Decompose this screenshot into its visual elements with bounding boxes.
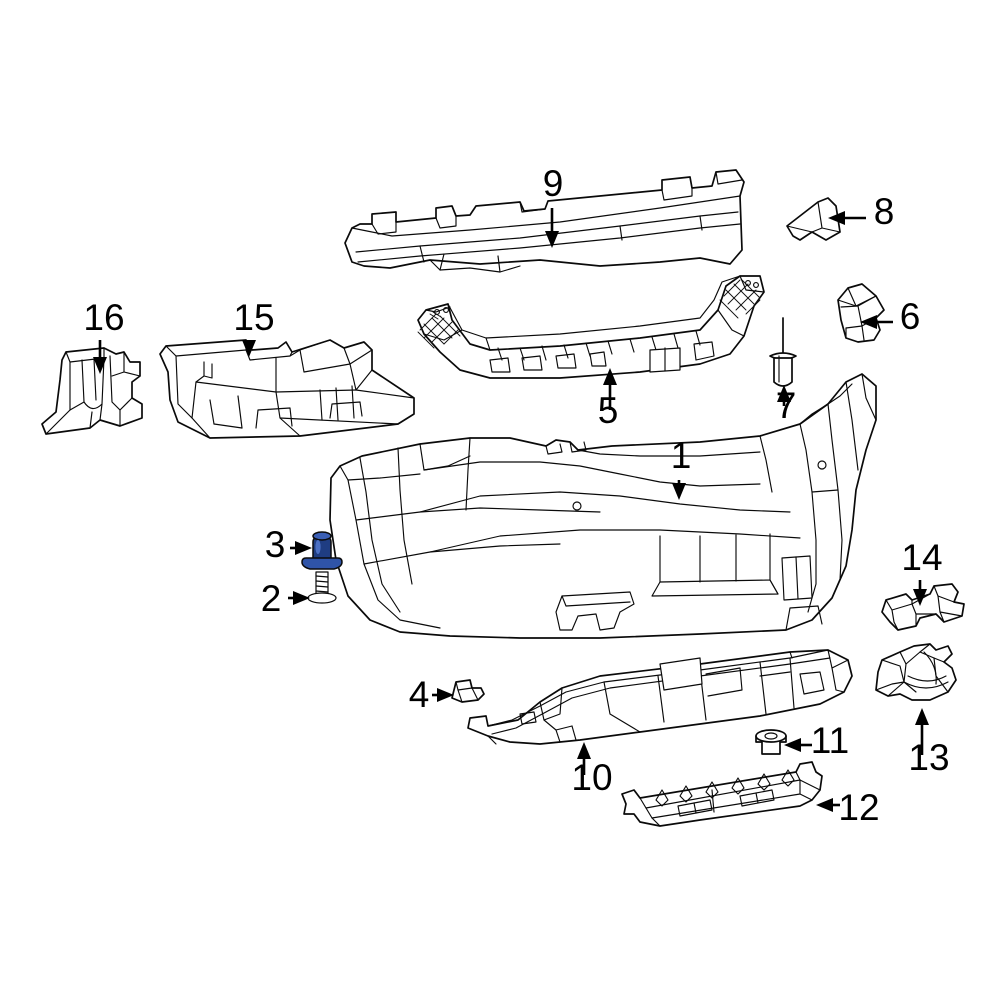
part-5-energy-absorber[interactable]: [417, 275, 765, 379]
callout-number-16[interactable]: 16: [83, 297, 124, 338]
part-3-bolt-highlighted[interactable]: [301, 531, 343, 570]
part-8-bracket-wedge[interactable]: [786, 197, 841, 241]
callout-number-4[interactable]: 4: [409, 674, 430, 715]
part-4-clip-small[interactable]: [451, 679, 485, 703]
callout-number-15[interactable]: 15: [233, 297, 274, 338]
callout-number-6[interactable]: 6: [900, 296, 921, 337]
part-6-bracket-right[interactable]: [837, 283, 885, 343]
part-11-nut[interactable]: [755, 729, 787, 755]
callout-number-13[interactable]: 13: [908, 737, 949, 778]
callout-number-5[interactable]: 5: [598, 390, 619, 431]
part-16-side-bracket-far-left[interactable]: [41, 347, 143, 435]
callout-numbers: 1 2 3 4 5 6 7 8 9 10 11 12 13 14 15 16: [83, 163, 949, 828]
part-9-upper-reinforcement-bar[interactable]: [344, 169, 745, 273]
callout-number-2[interactable]: 2: [261, 578, 282, 619]
part-7-rivet-pin[interactable]: [769, 317, 797, 387]
part-1-rear-bumper-cover[interactable]: [329, 373, 877, 639]
part-2-screw[interactable]: [307, 571, 337, 604]
callout-number-11[interactable]: 11: [811, 720, 849, 761]
callout-number-9[interactable]: 9: [543, 163, 564, 204]
part-10-lower-valance[interactable]: [467, 649, 853, 745]
part-15-side-support-left[interactable]: [159, 339, 415, 439]
callout-number-8[interactable]: 8: [874, 191, 895, 232]
callout-number-7[interactable]: 7: [776, 385, 797, 426]
callout-number-1[interactable]: 1: [671, 435, 692, 476]
callout-number-3[interactable]: 3: [265, 524, 286, 565]
part-12-lower-support-rail[interactable]: [621, 761, 823, 827]
part-14-bracket-flat[interactable]: [881, 583, 965, 631]
part-13-tow-hook-cap-retainer[interactable]: [875, 643, 957, 701]
callout-number-14[interactable]: 14: [901, 537, 942, 578]
callout-leaders: [93, 208, 929, 812]
callout-number-10[interactable]: 10: [571, 757, 612, 798]
callout-number-12[interactable]: 12: [838, 787, 879, 828]
